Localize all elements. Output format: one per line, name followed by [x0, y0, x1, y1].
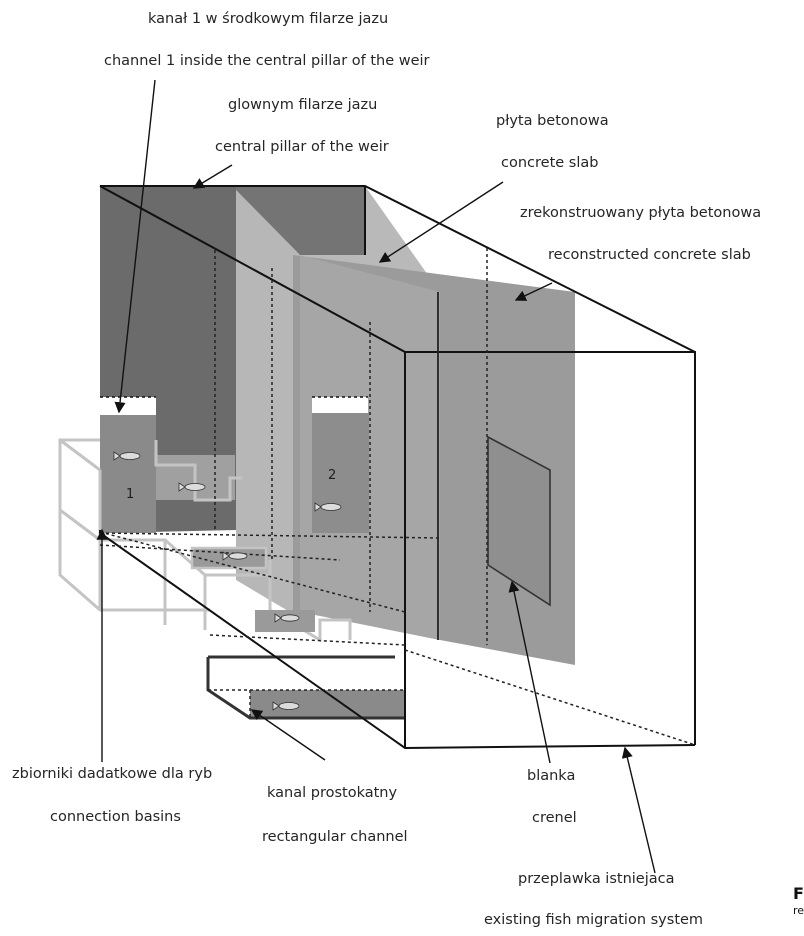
edge-fragment-letter: F	[793, 884, 804, 903]
concrete-slab-front	[236, 190, 300, 618]
label-crenel-pl: blanka	[527, 768, 576, 784]
label-reconstructed-en: reconstructed concrete slab	[548, 247, 751, 263]
channel-2-opening	[312, 397, 368, 413]
label-rect-en: rectangular channel	[262, 829, 408, 845]
label-slab-en: concrete slab	[501, 155, 599, 171]
crenel	[487, 435, 551, 607]
channel-1-number: 1	[126, 487, 135, 502]
hidden-edges	[99, 248, 696, 746]
label-channel1-en: channel 1 inside the central pillar of t…	[104, 53, 430, 69]
label-channel1-pl: kanał 1 w środkowym filarze jazu	[148, 11, 389, 27]
label-existing-pl: przeplawka istniejaca	[518, 871, 675, 887]
channel-1-pool	[100, 415, 156, 533]
channel-1-opening	[100, 397, 156, 415]
basin-tray	[190, 546, 268, 570]
label-basins-en: connection basins	[50, 809, 181, 825]
fish-icon	[113, 451, 342, 711]
edge-fragment-small: re	[793, 904, 804, 917]
channel-2-pool	[312, 413, 369, 533]
connection-basins	[58, 438, 352, 643]
label-pillar-en: central pillar of the weir	[215, 139, 389, 155]
label-reconstructed-pl: zrekonstruowany płyta betonowa	[520, 205, 762, 221]
leader-arrows	[96, 79, 656, 874]
label-basins-pl: zbiorniki dadatkowe dla ryb	[12, 766, 213, 782]
rectangular-channel-floor	[250, 690, 405, 718]
label-pillar-pl: glownym filarze jazu	[228, 97, 378, 113]
label-slab-pl: płyta betonowa	[496, 113, 609, 129]
label-existing-en: existing fish migration system	[484, 912, 704, 928]
label-rect-pl: kanal prostokatny	[267, 785, 398, 801]
label-crenel-en: crenel	[532, 810, 577, 826]
channel-2-number: 2	[328, 468, 337, 483]
central-pillar-top	[236, 186, 365, 255]
rectangular-channel-top	[208, 655, 405, 690]
